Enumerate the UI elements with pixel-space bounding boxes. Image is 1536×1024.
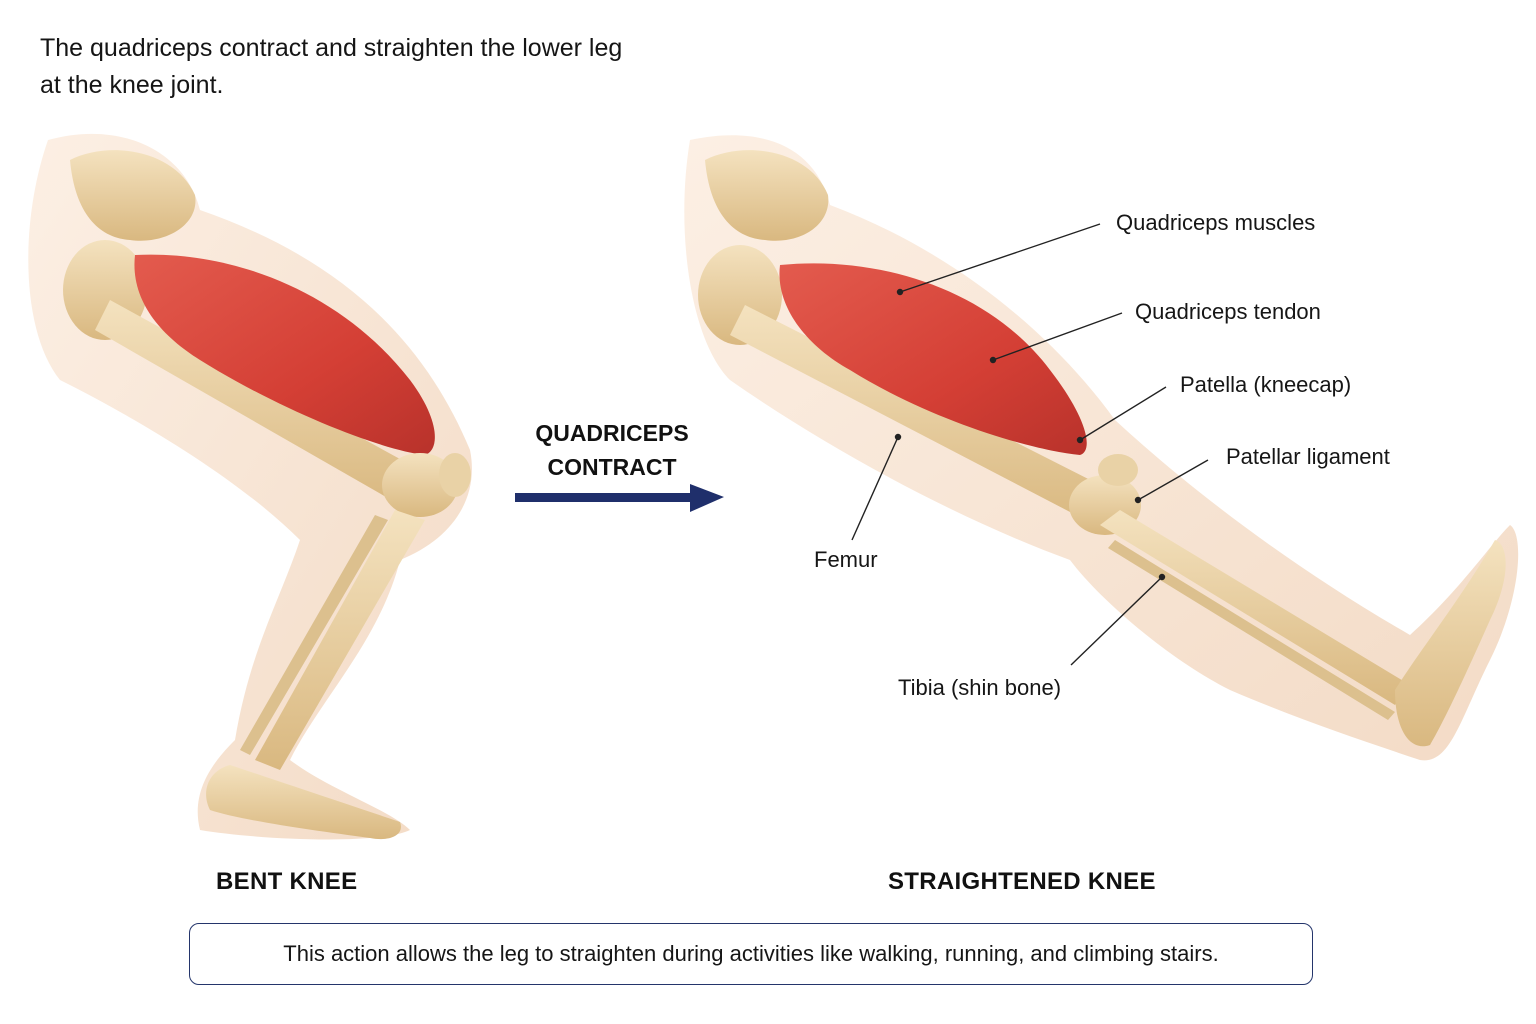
leader-quad-tendon xyxy=(992,312,1123,361)
leader-dot-femur xyxy=(894,433,902,441)
action-line-2: CONTRACT xyxy=(547,454,677,480)
straight-hip-bone xyxy=(705,150,829,241)
arrow-shaft xyxy=(515,493,695,502)
bent-leg-figure xyxy=(28,133,472,840)
caption-bent-knee: BENT KNEE xyxy=(216,868,358,895)
leader-patella xyxy=(1079,386,1167,441)
label-patella: Patella (kneecap) xyxy=(1180,372,1352,397)
action-arrow xyxy=(515,484,724,512)
label-femur: Femur xyxy=(814,547,878,572)
arrow-head xyxy=(690,484,724,512)
intro-line-2: at the knee joint. xyxy=(40,71,224,99)
leader-femur xyxy=(851,436,899,541)
leader-patellar-ligament xyxy=(1137,459,1209,501)
straight-quadriceps xyxy=(779,263,1087,455)
label-quadriceps-tendon: Quadriceps tendon xyxy=(1135,299,1321,324)
straight-leg-figure xyxy=(684,135,1519,761)
action-label: QUADRICEPS CONTRACT xyxy=(512,416,712,484)
bent-quadriceps xyxy=(134,254,435,455)
bent-foot-bones xyxy=(206,765,401,840)
leader-quad-muscles xyxy=(899,223,1101,293)
label-quadriceps-muscles: Quadriceps muscles xyxy=(1116,210,1316,235)
bent-knee-joint xyxy=(382,453,458,517)
caption-straightened-knee: STRAIGHTENED KNEE xyxy=(888,868,1156,895)
leader-dot-quad-muscles xyxy=(896,288,904,296)
straight-fibula xyxy=(1108,540,1395,720)
leader-dot-quad-tendon xyxy=(989,356,997,364)
straight-foot-bones xyxy=(1395,540,1506,747)
summary-note-box: This action allows the leg to straighten… xyxy=(189,923,1313,985)
label-patellar-ligament: Patellar ligament xyxy=(1226,444,1390,469)
straight-femur xyxy=(730,305,1110,525)
leader-tibia xyxy=(1070,576,1163,666)
bent-hip-bone xyxy=(70,150,196,241)
straight-tibia xyxy=(1100,510,1410,705)
leader-dot-patellar-ligament xyxy=(1134,496,1142,504)
intro-line-1: The quadriceps contract and straighten t… xyxy=(40,34,623,62)
label-tibia: Tibia (shin bone) xyxy=(898,675,1062,700)
action-line-1: QUADRICEPS xyxy=(535,420,689,446)
bent-femur xyxy=(95,300,420,505)
bent-tibia xyxy=(255,510,425,770)
straight-patella xyxy=(1098,454,1138,486)
leader-dot-patella xyxy=(1076,436,1084,444)
intro-text: The quadriceps contract and straighten t… xyxy=(40,30,740,104)
leader-dot-tibia xyxy=(1158,573,1166,581)
bent-fibula xyxy=(240,515,388,755)
leader-lines xyxy=(851,223,1209,666)
summary-note-text: This action allows the leg to straighten… xyxy=(283,941,1219,966)
bent-patella xyxy=(439,453,471,497)
